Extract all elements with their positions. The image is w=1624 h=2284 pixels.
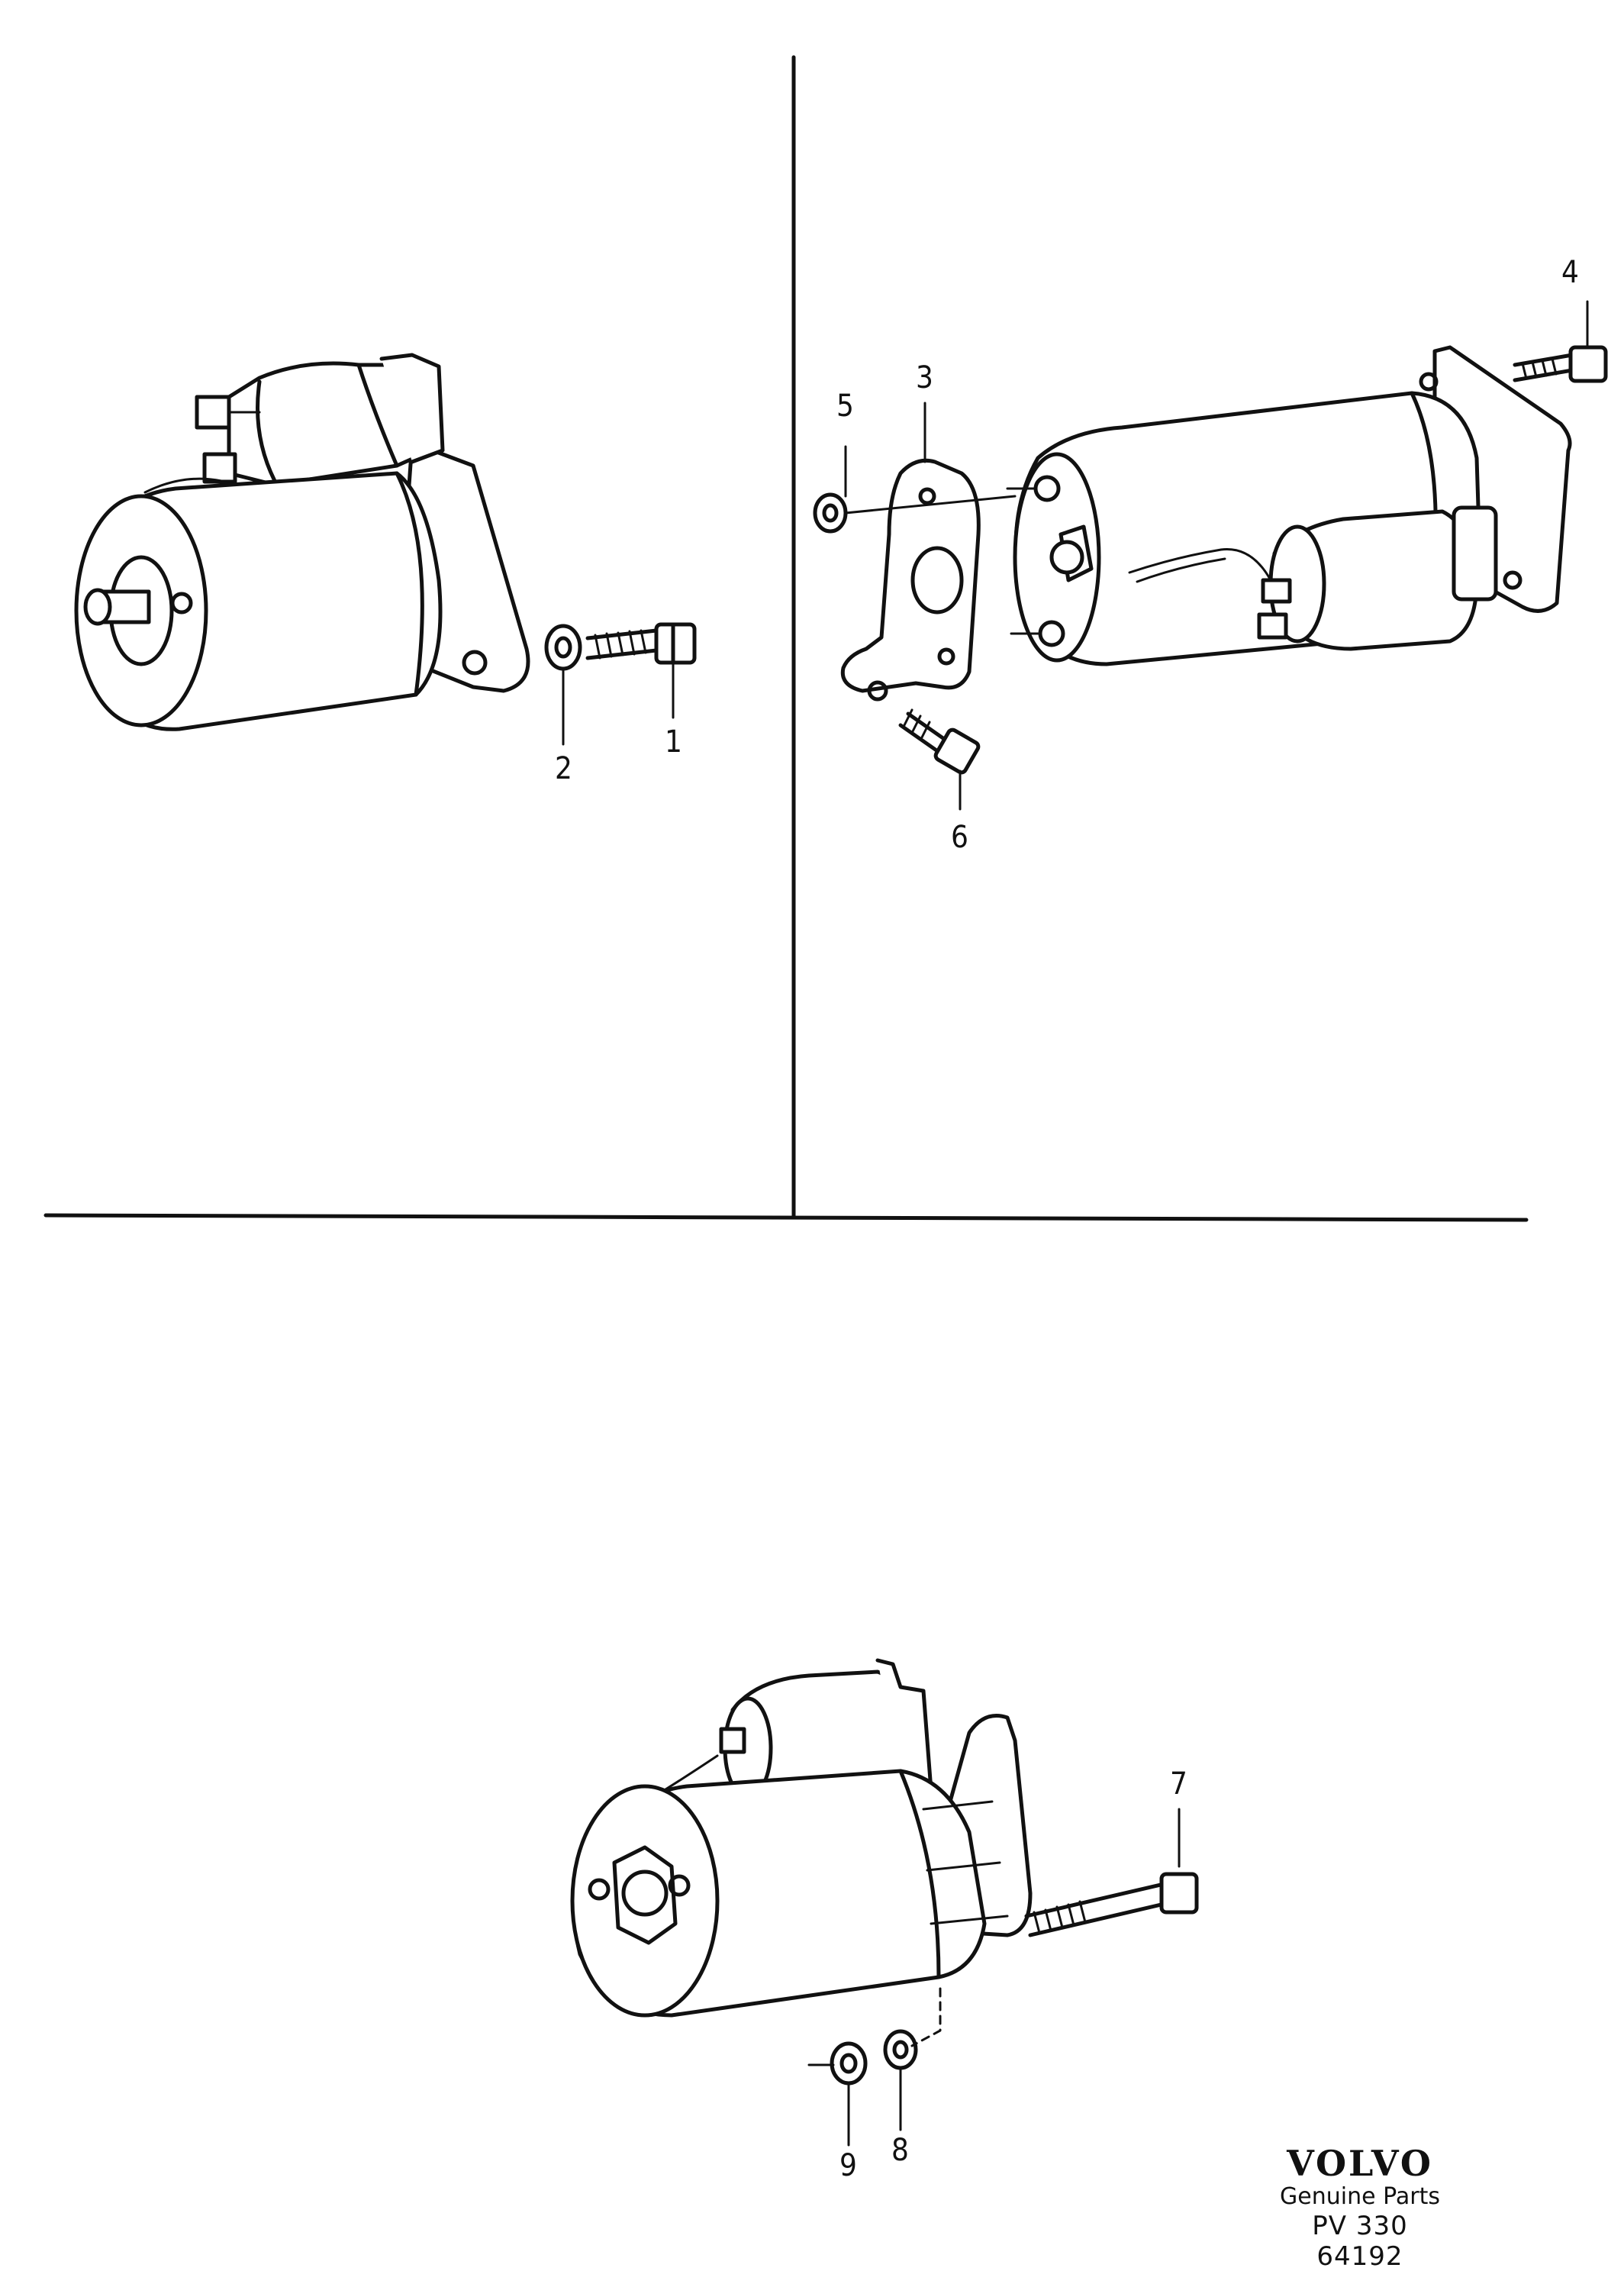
washer-2 — [544, 624, 582, 671]
callout-4: 4 — [1561, 255, 1579, 290]
starter-motor-b — [1006, 345, 1572, 666]
nut-5 — [813, 492, 848, 534]
callout-2: 2 — [555, 751, 572, 786]
callout-3: 3 — [916, 360, 933, 395]
panel-dividers — [44, 55, 1529, 1222]
part-list-code: PV 330 64192 — [1312, 2211, 1408, 2272]
callout-7: 7 — [1170, 1766, 1187, 1802]
bolt-1 — [585, 622, 697, 665]
leader-nut-5 — [844, 495, 1017, 515]
nut-9 — [830, 2041, 868, 2086]
brand-subtitle: Genuine Parts — [1280, 2183, 1440, 2210]
volvo-logo: VOLVO — [1287, 2143, 1433, 2184]
starter-motor-a — [74, 353, 530, 731]
brand-block: VOLVO Genuine Parts PV 330 64192 — [1268, 2144, 1452, 2272]
callout-5: 5 — [836, 389, 854, 424]
callout-6: 6 — [951, 820, 968, 855]
bracket-3 — [840, 458, 981, 702]
callout-1: 1 — [665, 724, 682, 760]
bolt-7 — [1024, 1872, 1199, 1937]
bolt-6 — [898, 708, 981, 775]
callout-8: 8 — [891, 2133, 909, 2168]
washer-8 — [883, 2029, 918, 2070]
dashed-connector — [910, 1987, 942, 2047]
starter-motor-c — [570, 1658, 1033, 2018]
callout-9: 9 — [839, 2148, 857, 2183]
bolt-4 — [1513, 345, 1608, 383]
